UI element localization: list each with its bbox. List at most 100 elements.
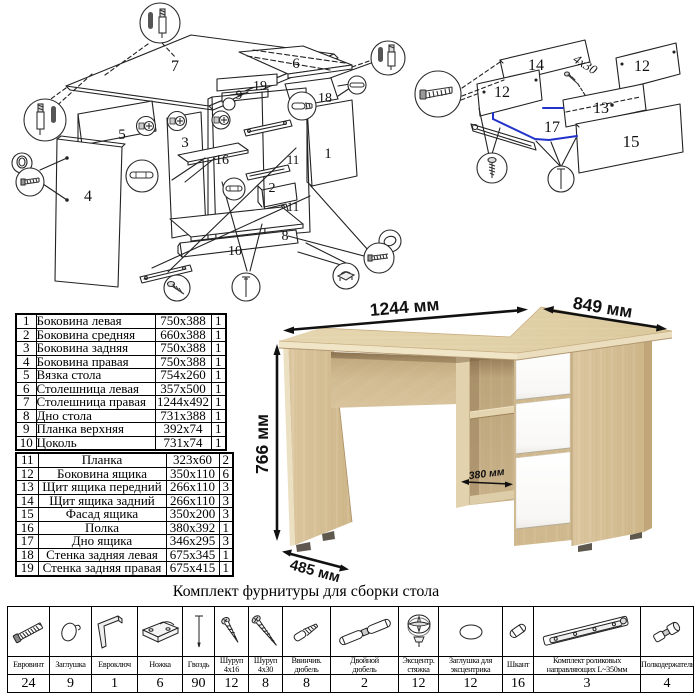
label-14: 14 — [528, 57, 544, 74]
parts-row: 18 Стенка задняя левая 675x345 1 — [15, 547, 234, 562]
hardware-icon-cell — [502, 606, 534, 657]
desk-render: 1244 мм 849 мм 766 мм 485 мм 380 — [252, 293, 673, 586]
cap-icon — [60, 622, 81, 641]
parts-row: 6 Столешница левая 357x500 1 — [15, 381, 227, 396]
hardware-qty: 12 — [214, 674, 249, 693]
hardware-icon-cell — [137, 606, 183, 657]
hardware-icon-cell — [91, 606, 138, 657]
drawer-slides — [243, 119, 293, 221]
part-name: Боковина задняя — [35, 341, 156, 356]
hardware-icon-cell — [182, 606, 215, 657]
parts-row: 15 Фасад ящика 350x200 3 — [15, 507, 234, 522]
desk-top-edge — [279, 341, 517, 360]
cabinet-shelf — [470, 406, 516, 419]
drawer-panel-back — [499, 39, 591, 84]
parts-row: 11 Планка 323x60 2 — [15, 452, 234, 468]
dim-depth-left: 485 мм — [282, 549, 349, 586]
parts-row: 4 Боковина правая 750x388 1 — [15, 354, 227, 369]
hardware-name: Полкодержатель — [640, 656, 694, 675]
part-name: Полка — [37, 520, 167, 535]
part-size: 675x345 — [165, 547, 220, 562]
drawer-panel-facade — [575, 103, 684, 174]
part-qty: 1 — [210, 341, 227, 356]
part-qty: 1 — [218, 520, 234, 535]
label-4x30: 4x30 — [571, 51, 601, 77]
hardware-qty: 3 — [533, 674, 641, 693]
parts-row: 16 Полка 380x392 1 — [15, 520, 234, 535]
label-1: 1 — [324, 146, 332, 162]
part-number: 14 — [15, 493, 39, 508]
callout-confirmat — [414, 70, 462, 118]
part-number: 3 — [15, 341, 37, 356]
diagram1-labels: 7 6 19 9 18 1 5 3 4 16 11 2 11 8 10 — [84, 56, 332, 259]
callout-marker-circle — [222, 97, 236, 111]
label-3: 3 — [181, 135, 189, 151]
part-name: Стенка задняя левая — [37, 547, 167, 562]
hardware-icon-cell — [438, 606, 503, 657]
label-5: 5 — [118, 127, 126, 143]
parts-row: 13 Щит ящика передний 266x110 3 — [15, 480, 234, 495]
hardware-title: Комплект фурнитуры для сборки стола — [172, 583, 440, 600]
cam-cap-icon — [459, 624, 482, 639]
panel-side-left — [54, 135, 126, 288]
hardware-name: Заглушка — [49, 656, 92, 675]
hardware-qty: 1 — [91, 674, 138, 693]
drawer-exploded-diagram: 14 12 12 13 17 15 4x30 — [414, 39, 684, 193]
hardware-icon-cell — [398, 606, 439, 657]
part-qty: 3 — [218, 507, 234, 522]
part-qty: 6 — [218, 466, 234, 481]
drawer-bottom-highlight — [492, 107, 578, 141]
callout-cam-3 — [211, 110, 231, 130]
drawer-slide-icon — [542, 615, 629, 646]
part-qty: 1 — [210, 354, 227, 369]
callout-dowel-left — [125, 159, 159, 193]
nail-icon — [194, 615, 203, 647]
part-number: 7 — [15, 395, 37, 410]
cabinet-niche-wall — [456, 354, 470, 508]
parts-row: 17 Дно ящика 346x295 3 — [15, 534, 234, 549]
part-number: 5 — [15, 368, 37, 383]
dim-width-label: 1244 мм — [369, 294, 440, 320]
callout-nail-drawer — [547, 165, 575, 193]
screw-large-icon — [251, 614, 277, 646]
hardware-qty: 4 — [640, 674, 694, 693]
part-name: Стенка задняя правая — [37, 561, 167, 576]
dim-height-label: 766 мм — [252, 414, 272, 474]
part-number: 6 — [15, 381, 37, 396]
parts-row: 9 Планка верхняя 392x74 1 — [15, 422, 227, 437]
part-qty: 1 — [210, 368, 227, 383]
hardware-name: Шуруп 4x16 — [214, 656, 249, 675]
hardware-qty: 12 — [398, 674, 439, 693]
screw-dowel-icon — [293, 622, 318, 641]
desk-foot — [578, 543, 592, 552]
parts-row: 12 Боковина ящика 350x110 6 — [15, 466, 234, 481]
part-number: 10 — [15, 435, 37, 451]
parts-row: 8 Дно стола 731x388 1 — [15, 408, 227, 423]
label-17: 17 — [544, 119, 560, 136]
part-size: 392x74 — [154, 422, 212, 437]
hardware-icon-cell — [282, 606, 331, 657]
part-name: Дно стола — [35, 408, 156, 423]
hardware-name: Евроключ — [91, 656, 138, 675]
hardware-qty: 9 — [49, 674, 92, 693]
hardware-qty: 8 — [282, 674, 331, 693]
hardware-icon-cell — [533, 606, 641, 657]
part-size: 731x388 — [154, 408, 212, 423]
label-12b: 12 — [494, 84, 510, 101]
callout-screw-slide — [163, 274, 191, 302]
dim-width: 1244 мм — [283, 294, 528, 334]
hardware-name: Гвоздь — [182, 656, 215, 675]
part-number: 16 — [15, 520, 39, 535]
part-number: 13 — [15, 480, 39, 495]
part-size: 266x110 — [165, 480, 220, 495]
label-12a: 12 — [634, 58, 650, 75]
drawer-2 — [515, 397, 571, 455]
label-13: 13 — [593, 100, 609, 117]
part-number: 18 — [15, 547, 39, 562]
callout-dowel-screw-right — [370, 40, 406, 76]
part-name: Цоколь — [35, 435, 156, 451]
part-number: 15 — [15, 507, 39, 522]
label-9: 9 — [236, 87, 243, 102]
part-number: 12 — [15, 466, 39, 481]
